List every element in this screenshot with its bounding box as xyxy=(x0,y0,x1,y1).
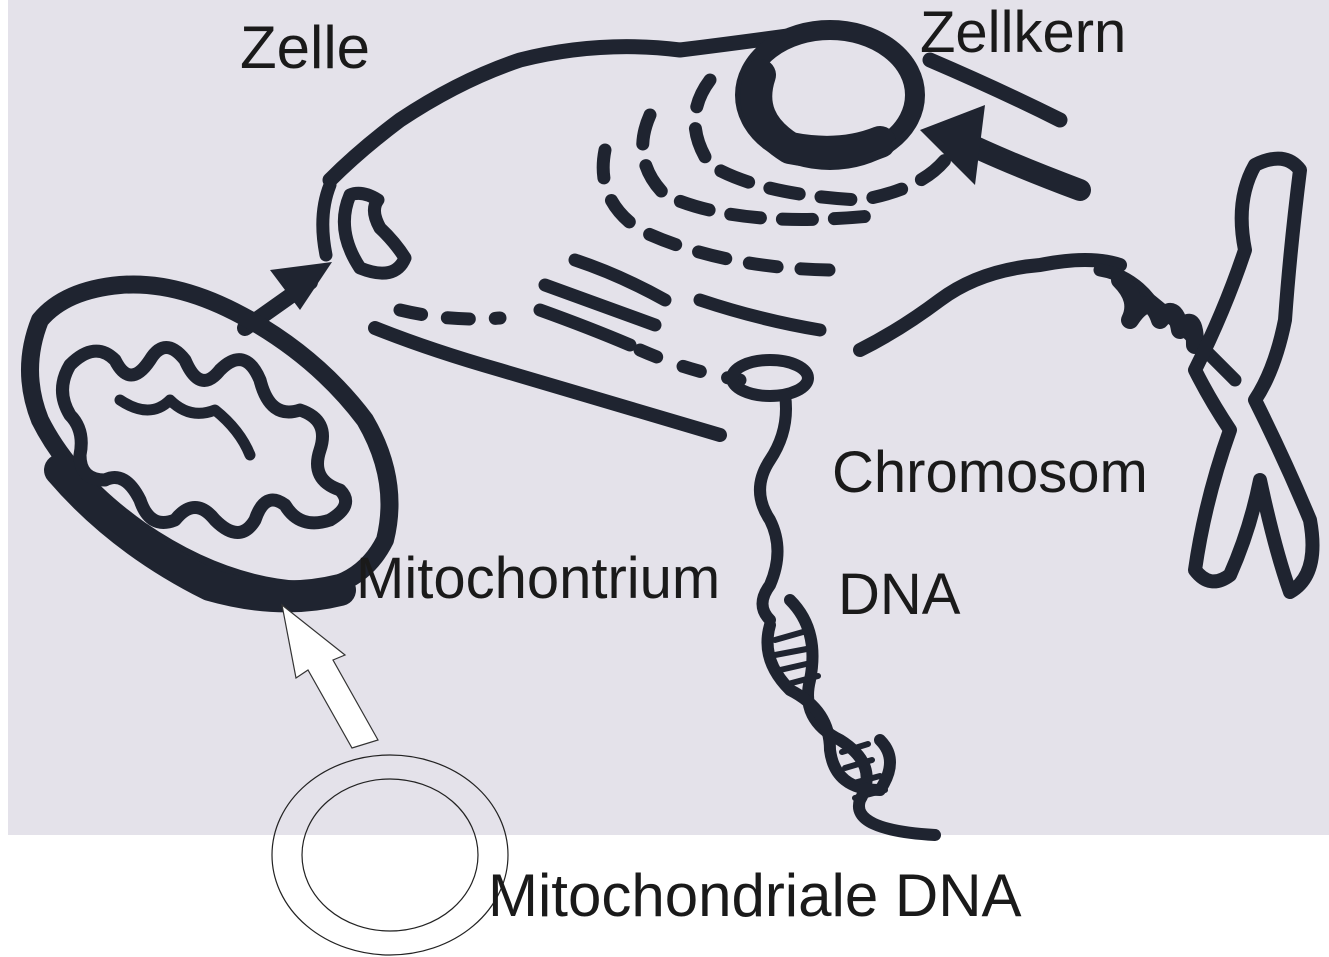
label-dna: DNA xyxy=(838,566,960,624)
label-mitochondrial-dna: Mitochondriale DNA xyxy=(488,866,1022,926)
label-mitochondrion: Mitochontrium xyxy=(356,550,720,608)
cell-left-wall xyxy=(323,185,330,255)
label-chromosome: Chromosom xyxy=(832,444,1148,502)
label-cell: Zelle xyxy=(240,18,370,78)
label-nucleus: Zellkern xyxy=(920,4,1126,62)
